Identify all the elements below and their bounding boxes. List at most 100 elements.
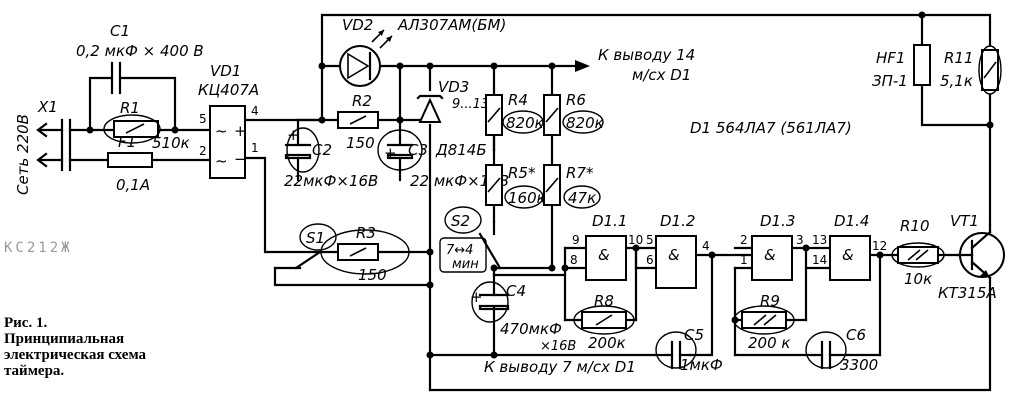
r5-value: 160к (508, 189, 546, 207)
r7-value: 47к (568, 189, 596, 207)
r11-label: R11 (944, 49, 974, 67)
c2-value: 22мкФ×16В (284, 172, 378, 190)
s1-label: S1 (306, 229, 325, 247)
r5-label: R5* (508, 164, 536, 182)
connector-x1: X1 Сеть 220В (14, 98, 58, 195)
capacitor-c2: + C2 22мкФ×16В (284, 126, 378, 190)
gate-d1-3: & D1.3 2 1 3 (740, 212, 804, 281)
svg-text:8: 8 (570, 253, 578, 267)
resistor-r2: R2 150 (337, 92, 379, 152)
buzzer-hf1: HF1 ЗП-1 (872, 44, 931, 90)
r2-label: R2 (352, 92, 372, 110)
s2-value: 7↔4 (446, 243, 473, 258)
c1-label: C1 (110, 22, 130, 40)
svg-text:4: 4 (702, 239, 710, 253)
r2-value: 150 (346, 134, 375, 152)
resistor-r1: R1 510к (103, 99, 190, 152)
r3-label: R3 (356, 224, 376, 242)
svg-text:1: 1 (740, 253, 748, 267)
vd1-pin4: 4 (251, 104, 259, 118)
caption-line-3: электрическая схема (4, 347, 147, 363)
resistor-r10: R10 10к (891, 217, 945, 288)
caption-line-2: Принципиальная (4, 331, 124, 347)
svg-text:6: 6 (646, 253, 654, 267)
svg-text:3: 3 (796, 233, 804, 247)
vd1-pin1: 1 (251, 141, 259, 155)
c5-value: 1мкФ (680, 356, 723, 374)
svg-text:+: + (234, 122, 247, 140)
resistor-r8: R8 200к (573, 292, 635, 352)
vd1-label: VD1 (210, 62, 241, 80)
resistor-r7: R7* 47к (543, 164, 601, 209)
c4-label: C4 (506, 282, 526, 300)
x1-label: X1 (37, 98, 58, 116)
vd1-type: КЦ407А (198, 81, 259, 99)
resistor-r6: R6 820к (543, 91, 604, 136)
svg-text:~: ~ (215, 152, 228, 170)
switch-s1: S1 (299, 223, 337, 251)
c5-label: C5 (684, 326, 704, 344)
junctions (86, 11, 994, 359)
capacitor-c6: C6 3300 (805, 326, 878, 374)
pin14-label: К выводу 14 (598, 46, 695, 64)
capacitor-c5: C5 1мкФ (655, 326, 723, 374)
c3-label: C3 (408, 141, 428, 159)
r8-label: R8 (594, 292, 614, 310)
vd3-type: Д814Б (435, 141, 487, 159)
r9-label: R9 (760, 292, 780, 310)
caption-line-1: Рис. 1. (4, 315, 47, 331)
d13-label: D1.3 (760, 212, 795, 230)
s2-unit: мин (452, 257, 479, 272)
r11-value: 5,1к (940, 72, 973, 90)
svg-text:&: & (764, 246, 776, 264)
gate-d1-2: & D1.2 5 6 4 (646, 212, 710, 289)
figure-caption: Рис. 1. Принципиальная электрическая схе… (4, 315, 147, 379)
r7-label: R7* (566, 164, 594, 182)
svg-text:+: + (384, 144, 397, 162)
switch-s2: S2 7↔4 мин (439, 206, 487, 273)
svg-text:~: ~ (215, 122, 228, 140)
r4-label: R4 (508, 91, 528, 109)
r10-label: R10 (900, 217, 930, 235)
vt1-type: КТ315А (938, 284, 997, 302)
pin14-note: К выводу 14 м/сх D1 (598, 46, 695, 84)
r8-value: 200к (588, 334, 626, 352)
d1-label: D1 564ЛА7 (561ЛА7) (690, 119, 852, 137)
d12-label: D1.2 (660, 212, 695, 230)
svg-text:5: 5 (646, 233, 654, 247)
gate-d1-4: & D1.4 13 14 12 (812, 212, 887, 281)
d14-label: D1.4 (834, 212, 869, 230)
bridge-vd1: ~ + ~ − VD1 КЦ407А 5 4 2 1 (198, 62, 259, 179)
hf1-label: HF1 (876, 49, 905, 67)
svg-text:&: & (598, 246, 610, 264)
vd1-pin2: 2 (199, 144, 207, 158)
svg-text:+: + (470, 288, 483, 306)
svg-text:12: 12 (872, 239, 887, 253)
pin7-label: К выводу 7 м/сх D1 (484, 358, 636, 376)
r3-value: 150 (358, 266, 387, 284)
fuse-f1: F1 0,1А (107, 133, 153, 194)
vd2-type: АЛ307АМ(БМ) (397, 16, 506, 34)
r10-value: 10к (904, 270, 932, 288)
svg-text:10: 10 (628, 233, 643, 247)
c4-value: 470мкФ (500, 320, 562, 338)
capacitor-c4: + C4 470мкФ ×16В (470, 281, 576, 354)
r1-value: 510к (152, 134, 190, 152)
r1-label: R1 (120, 99, 140, 117)
svg-text:2: 2 (740, 233, 748, 247)
svg-text:−: − (234, 150, 247, 168)
resistor-r3: R3 150 (320, 224, 410, 284)
c2-label: C2 (312, 141, 332, 159)
c1-value: 0,2 мкФ × 400 В (76, 42, 204, 60)
d11-label: D1.1 (592, 212, 627, 230)
faded-stamp: КС212Ж (4, 240, 73, 256)
vd3-label: VD3 (438, 78, 469, 96)
mains-label: Сеть 220В (14, 114, 32, 195)
r9-value: 200 к (748, 334, 790, 352)
led-vd2: VD2 АЛ307АМ(БМ) (339, 16, 506, 87)
f1-label: F1 (118, 133, 136, 151)
vt1-label: VT1 (950, 212, 979, 230)
r6-label: R6 (566, 91, 586, 109)
resistor-r9: R9 200 к (733, 292, 795, 352)
